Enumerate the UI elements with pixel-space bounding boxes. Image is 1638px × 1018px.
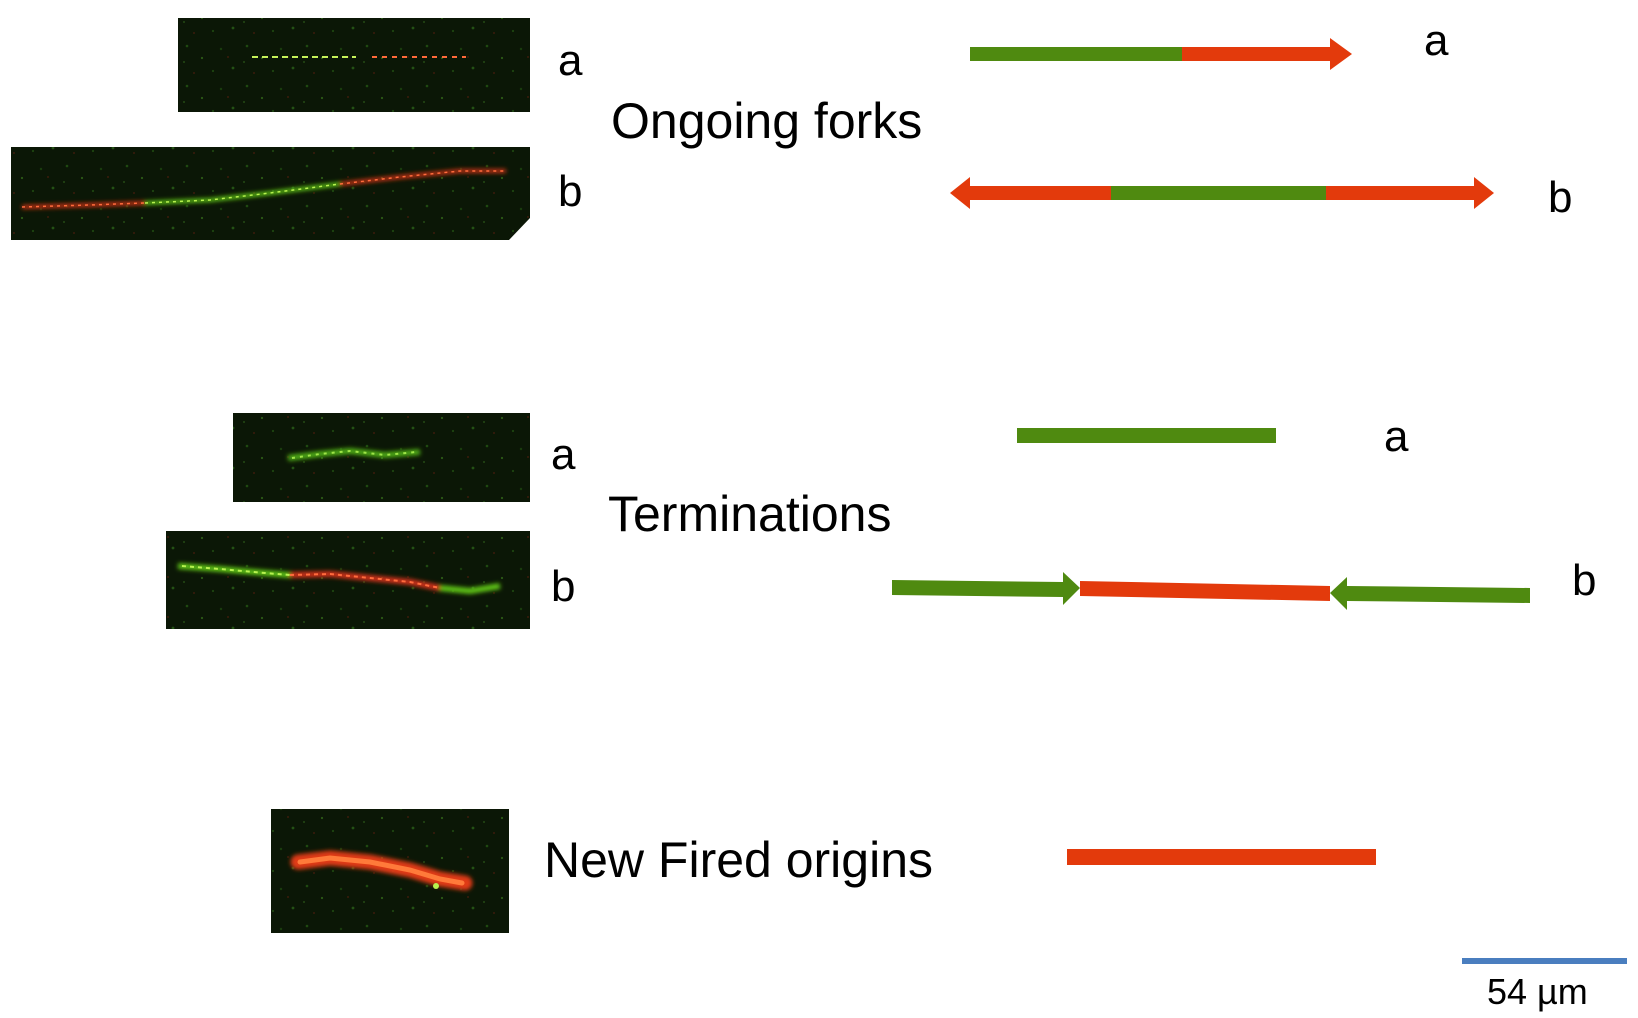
scale-bar: 54 µm: [1462, 958, 1627, 1012]
label-ongoing-a-right: a: [1424, 16, 1449, 65]
ongoing-forks-section: a b Ongoing forks a: [11, 16, 1572, 240]
schematic-termination-a: [1017, 428, 1276, 443]
schematic-ongoing-a: [970, 38, 1352, 70]
new-origins-section: New Fired origins: [271, 809, 1376, 933]
schematic-new-origin: [1067, 849, 1376, 865]
schematic-ongoing-b: [950, 177, 1494, 209]
label-termination-a-left: a: [551, 430, 576, 479]
micrograph-ongoing-a: [178, 18, 530, 112]
label-ongoing-a-left: a: [558, 36, 583, 85]
micrograph-termination-b: [166, 531, 530, 629]
title-terminations: Terminations: [608, 486, 891, 542]
title-new-fired-origins: New Fired origins: [544, 832, 933, 888]
label-termination-b-left: b: [551, 562, 575, 611]
micrograph-termination-a: [233, 413, 530, 502]
label-ongoing-b-left: b: [558, 167, 582, 216]
title-ongoing-forks: Ongoing forks: [611, 93, 922, 149]
micrograph-ongoing-b: [11, 147, 530, 240]
terminations-section: a b Terminations a b: [166, 412, 1596, 629]
label-termination-a-right: a: [1384, 412, 1409, 461]
label-ongoing-b-right: b: [1548, 173, 1572, 222]
schematic-termination-b: [892, 572, 1530, 610]
label-termination-b-right: b: [1572, 556, 1596, 605]
micrograph-new-origin: [271, 809, 509, 933]
scale-bar-label: 54 µm: [1487, 971, 1588, 1012]
